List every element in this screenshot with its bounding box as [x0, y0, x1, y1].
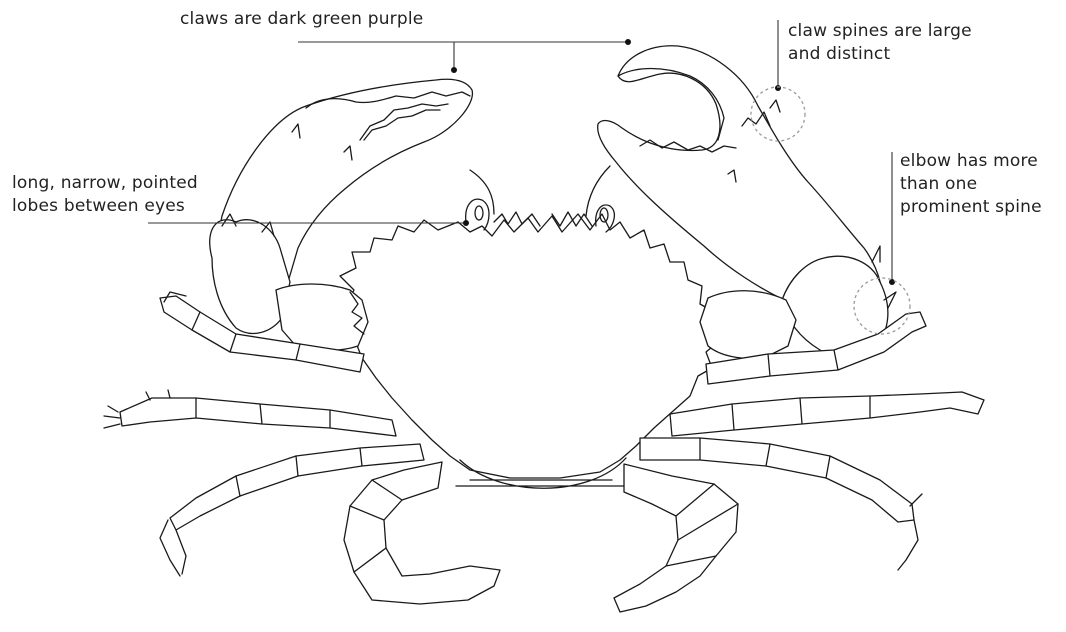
- claws-dot-left: [451, 67, 457, 73]
- elbow-label-line-1: elbow has more: [900, 150, 1042, 173]
- left-leg-2: [120, 398, 396, 436]
- elbow-label-line-3: prominent spine: [900, 196, 1042, 219]
- left-merus: [276, 284, 368, 351]
- claws-label: claws are dark green purple: [180, 8, 423, 31]
- spines-dot: [775, 85, 781, 91]
- left-eye: [475, 206, 483, 220]
- claws-dot-right: [625, 39, 631, 45]
- left-swim-leg: [344, 462, 500, 604]
- elbow-dot: [889, 279, 895, 285]
- claw-spines-label-line-1: claw spines are large: [788, 20, 972, 43]
- lobes-dot: [463, 220, 469, 226]
- claw-spines-label-line-2: and distinct: [788, 43, 972, 66]
- lobes-label-line-2: lobes between eyes: [12, 195, 198, 218]
- left-leg-3-hairs: [160, 520, 186, 576]
- crab-illustration: [104, 46, 984, 612]
- left-eye-stalk: [466, 199, 489, 230]
- elbow-label-line-2: than one: [900, 173, 1042, 196]
- lobes-label: long, narrow, pointed lobes between eyes: [12, 172, 198, 218]
- elbow-label: elbow has more than one prominent spine: [900, 150, 1042, 219]
- right-swim-leg: [614, 464, 738, 612]
- lobes-label-line-1: long, narrow, pointed: [12, 172, 198, 195]
- right-merus: [700, 291, 796, 359]
- claws-leader: [298, 42, 628, 70]
- right-leg-2: [670, 392, 984, 436]
- claw-spines-label: claw spines are large and distinct: [788, 20, 972, 66]
- claws-label-line: claws are dark green purple: [180, 8, 423, 31]
